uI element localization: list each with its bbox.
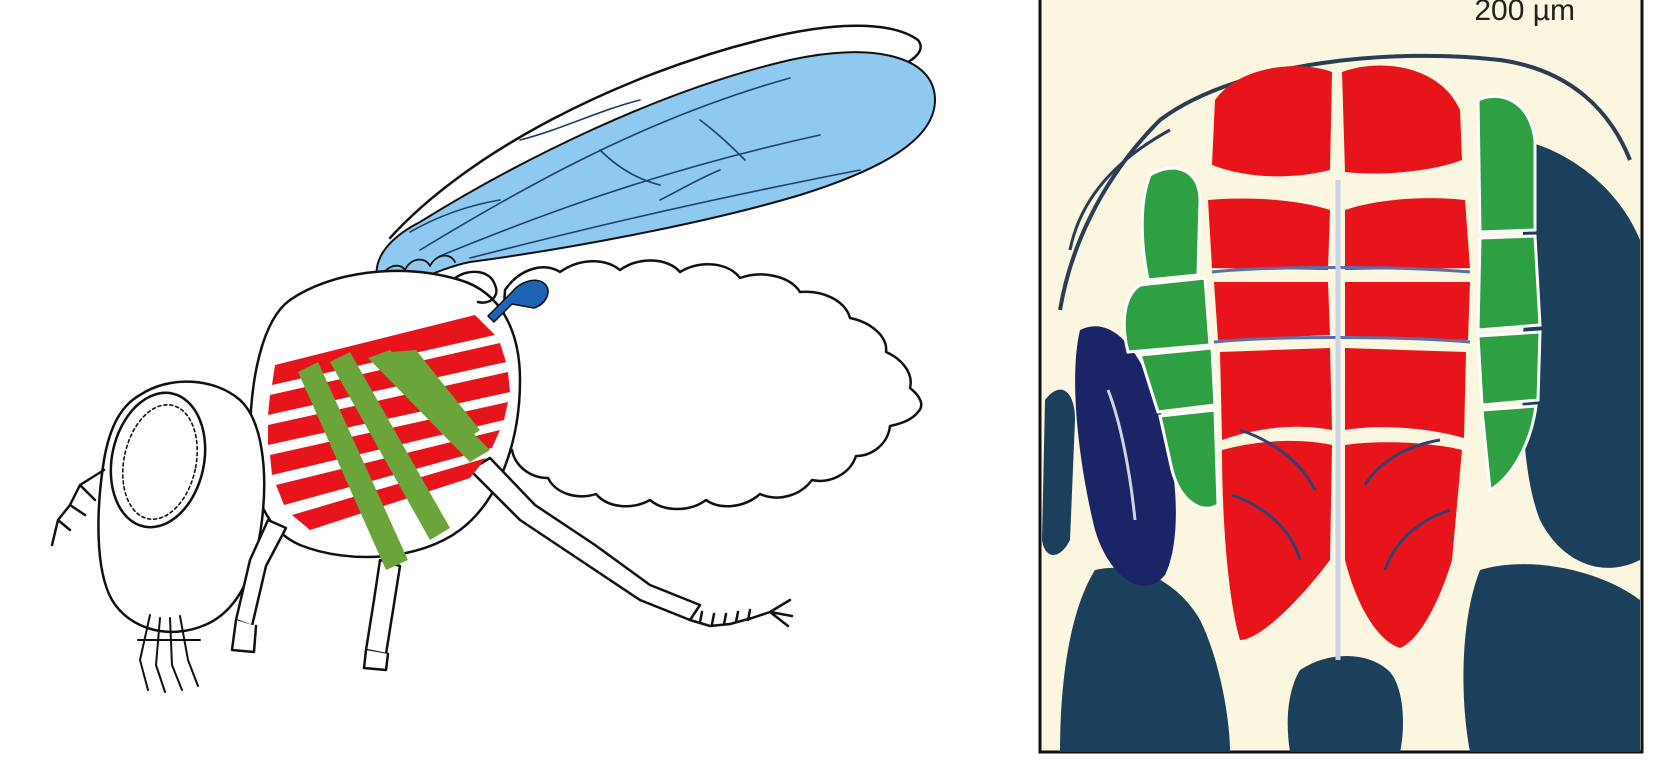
fly-drawing xyxy=(52,26,935,692)
abdomen xyxy=(497,260,922,509)
head xyxy=(98,382,264,632)
scale-bar-label: 200 µm xyxy=(1474,0,1575,27)
antenna xyxy=(52,470,104,545)
thorax-section-panel: 200 µm xyxy=(1040,0,1642,752)
